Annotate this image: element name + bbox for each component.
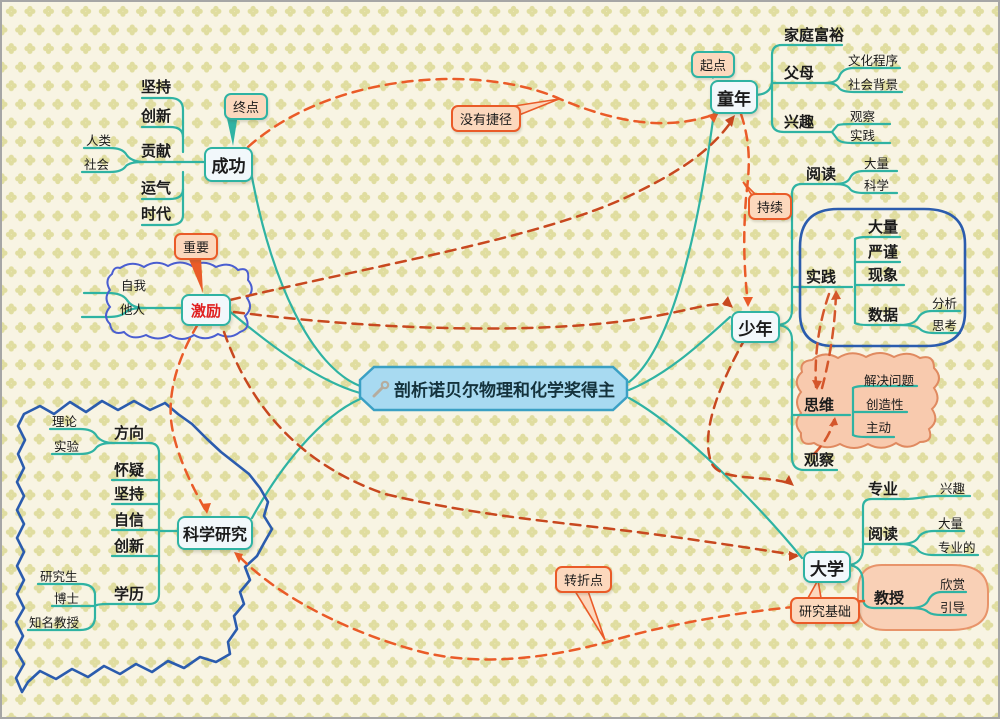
topic-confidence[interactable]: 自信 <box>114 511 145 529</box>
topic-self[interactable]: 自我 <box>121 278 147 293</box>
topic-university[interactable]: 大学 <box>803 551 851 583</box>
topic-research-persistence[interactable]: 坚持 <box>114 485 145 503</box>
topic-phd[interactable]: 博士 <box>54 591 80 606</box>
callout-continuous[interactable]: 持续 <box>748 193 793 220</box>
topic-humanity[interactable]: 人类 <box>86 133 112 148</box>
topic-direction[interactable]: 方向 <box>114 424 145 442</box>
topic-doubt[interactable]: 怀疑 <box>114 461 145 479</box>
practice-boundary <box>798 207 967 348</box>
relation-university-research <box>235 552 866 661</box>
topic-society[interactable]: 社会 <box>84 157 110 172</box>
topic-univ-reading-massive[interactable]: 大量 <box>938 516 964 531</box>
topic-proactive[interactable]: 主动 <box>866 420 892 435</box>
topic-luck[interactable]: 运气 <box>141 179 172 197</box>
topic-reading-youth[interactable]: 阅读 <box>806 165 837 183</box>
topic-practice-child[interactable]: 实践 <box>850 128 876 143</box>
topic-research-innovation[interactable]: 创新 <box>114 537 145 555</box>
topic-reading-science[interactable]: 科学 <box>864 178 890 193</box>
callout-origin[interactable]: 起点 <box>691 51 736 78</box>
relation-practice-thinking <box>814 292 831 389</box>
topic-observation[interactable]: 观察 <box>804 451 835 469</box>
topic-graduate-student[interactable]: 研究生 <box>40 569 78 584</box>
relation-success-childhood <box>246 77 718 149</box>
relation-thinking-practice <box>820 291 838 390</box>
topic-era[interactable]: 时代 <box>141 205 172 223</box>
topic-theory[interactable]: 理论 <box>52 414 78 429</box>
topic-reading-university[interactable]: 阅读 <box>868 525 899 543</box>
topic-analysis[interactable]: 分析 <box>932 296 958 311</box>
topic-childhood[interactable]: 童年 <box>710 80 758 114</box>
callout-important[interactable]: 重要 <box>174 233 219 260</box>
topic-thinking-leaf[interactable]: 思考 <box>932 318 958 333</box>
topic-rigorous[interactable]: 严谨 <box>868 243 899 261</box>
research-boundary <box>14 399 274 694</box>
relation-arrowheads <box>201 112 841 563</box>
center-topic-shape[interactable] <box>358 365 629 412</box>
professor-boundary <box>857 564 989 631</box>
topic-guidance[interactable]: 引导 <box>940 600 966 615</box>
center-topic[interactable]: 剖析诺贝尔物理和化学奖得主 <box>394 381 615 401</box>
topic-problem-solving[interactable]: 解决问题 <box>864 373 915 388</box>
topic-creativity[interactable]: 创造性 <box>866 397 904 412</box>
topic-education[interactable]: 学历 <box>114 585 145 603</box>
callout-research-basis[interactable]: 研究基础 <box>790 597 861 624</box>
topic-youth[interactable]: 少年 <box>731 311 780 343</box>
relation-childhood-youth <box>739 112 750 306</box>
topic-major[interactable]: 专业 <box>868 480 899 498</box>
topic-phenomenon[interactable]: 现象 <box>868 266 899 284</box>
topic-social-background[interactable]: 社会背景 <box>848 77 899 92</box>
topic-data[interactable]: 数据 <box>868 306 899 324</box>
topic-others[interactable]: 他人 <box>120 302 146 317</box>
topic-research[interactable]: 科学研究 <box>177 516 253 550</box>
relation-motivation-childhood <box>228 117 735 302</box>
topic-persistence[interactable]: 坚持 <box>141 78 172 96</box>
topic-experiment[interactable]: 实验 <box>54 439 80 454</box>
topic-reading-massive[interactable]: 大量 <box>864 156 890 171</box>
topic-observe-child[interactable]: 观察 <box>850 109 876 124</box>
topic-contribution[interactable]: 贡献 <box>141 142 172 160</box>
topic-professor[interactable]: 教授 <box>874 589 905 607</box>
relation-motivation-research <box>169 322 208 513</box>
relation-motivation-university <box>222 330 798 557</box>
callout-endpoint[interactable]: 终点 <box>224 93 269 120</box>
topic-appreciate[interactable]: 欣赏 <box>940 577 966 592</box>
callout-turning-point[interactable]: 转折点 <box>555 566 613 593</box>
topic-innovation[interactable]: 创新 <box>141 107 172 125</box>
topic-major-interest[interactable]: 兴趣 <box>940 481 966 496</box>
callout-no-shortcut[interactable]: 没有捷径 <box>451 105 522 132</box>
topic-motivation[interactable]: 激励 <box>181 294 231 326</box>
relation-youth-university <box>706 335 794 486</box>
topic-interest[interactable]: 兴趣 <box>784 113 815 131</box>
topic-famous-professor[interactable]: 知名教授 <box>29 615 80 630</box>
topic-professional-reading[interactable]: 专业的 <box>938 540 976 555</box>
topic-thinking[interactable]: 思维 <box>804 396 835 414</box>
topic-parents[interactable]: 父母 <box>784 64 815 82</box>
topic-practice-massive[interactable]: 大量 <box>868 218 899 236</box>
topic-success[interactable]: 成功 <box>204 147 253 182</box>
topic-practice-youth[interactable]: 实践 <box>806 268 837 286</box>
topic-culture-level[interactable]: 文化程序 <box>848 53 899 68</box>
relation-motivation-youth <box>232 302 733 330</box>
topic-wealthy-family[interactable]: 家庭富裕 <box>784 26 845 44</box>
wrench-icon <box>372 380 390 398</box>
